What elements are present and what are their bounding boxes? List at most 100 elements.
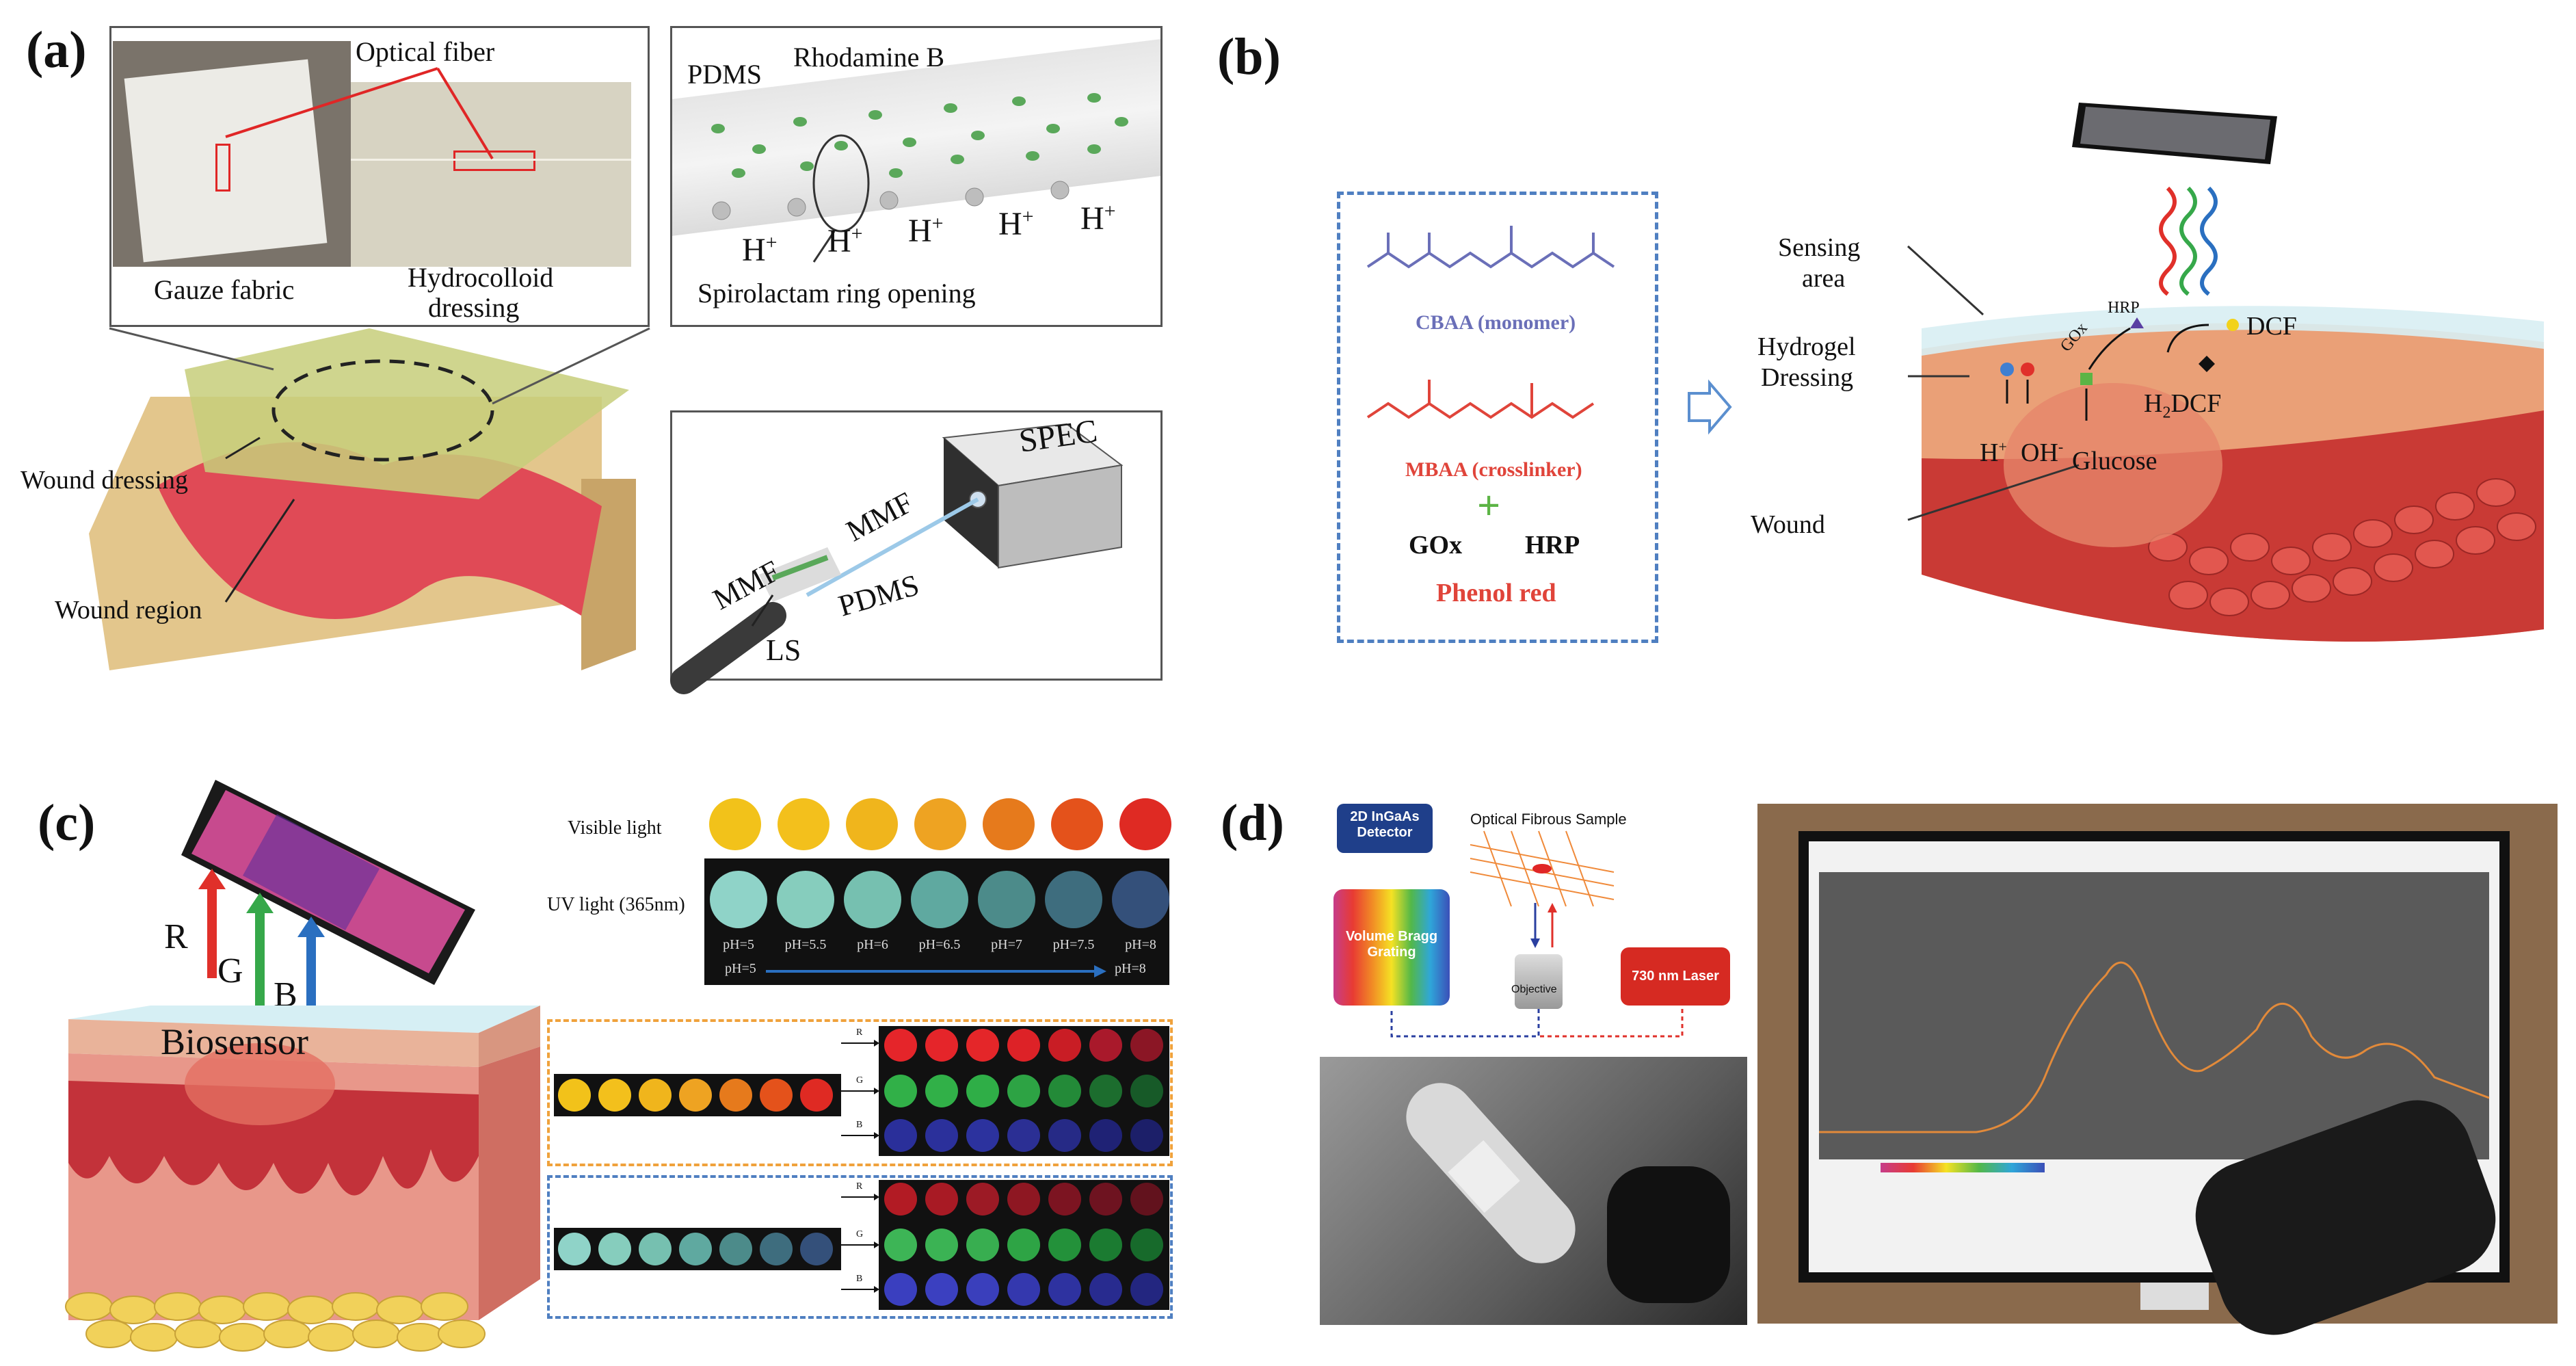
uv-g-channel-dot [884, 1229, 917, 1261]
uv-r-channel-dot [884, 1183, 917, 1216]
visible-g-channel-dot [925, 1075, 958, 1107]
mbaa-structure [1366, 380, 1595, 419]
visible-strip-dot [800, 1079, 833, 1112]
chemistry-box [1337, 192, 1658, 643]
channel-g-label-1: G [856, 1075, 864, 1086]
visible-light-dot [914, 798, 966, 850]
proton-2: H+ [827, 222, 863, 259]
hydrogel-label-1: Hydrogel [1757, 332, 1856, 361]
plus-sign: + [1477, 483, 1501, 528]
gox-label: GOx [1409, 531, 1463, 560]
uv-b-channel-dot [1089, 1273, 1122, 1306]
uv-light-dot [777, 871, 834, 928]
ph-label: pH=7.5 [1052, 937, 1095, 952]
visible-strip-dot [679, 1079, 712, 1112]
visible-strip-dot [558, 1079, 591, 1112]
wound-region-label: Wound region [55, 596, 202, 625]
signal-waves-icon [2159, 186, 2218, 296]
objective-lens [1515, 954, 1563, 1009]
channel-g-label-2: G [856, 1229, 864, 1239]
sensing-area-label-1: Sensing [1778, 233, 1861, 262]
channel-b-label-2: B [856, 1274, 863, 1284]
visible-strip-dots [558, 1079, 833, 1112]
glucose-label: Glucose [2072, 447, 2157, 475]
visible-b-channel-dot [925, 1119, 958, 1152]
smartphone-icon [181, 780, 475, 985]
visible-rgb-box [547, 1019, 1173, 1166]
visible-r-channel-dot [1007, 1029, 1040, 1062]
uv-g-channel-dot [1007, 1229, 1040, 1261]
grating-label-2: Grating [1367, 945, 1416, 960]
laser-box: 730 nm Laser [1621, 947, 1730, 1006]
uv-b-channel-dot [1048, 1273, 1081, 1306]
visible-g-channel-dot [1007, 1075, 1040, 1107]
ph-label: pH=5.5 [784, 937, 827, 952]
cbaa-structure [1366, 226, 1615, 269]
uv-b-channel-dot [1007, 1273, 1040, 1306]
ph-label: pH=5 [723, 937, 754, 952]
uv-light-dot [978, 871, 1035, 928]
grating-label-1: Volume Bragg [1345, 929, 1438, 944]
visible-g-channel-dot [1048, 1075, 1081, 1107]
optical-fiber-label: Optical fiber [356, 36, 495, 67]
visible-g-channel-dot [966, 1075, 999, 1107]
grating-box: Volume Bragg Grating [1333, 889, 1450, 1006]
hydrocolloid-label-2: dressing [428, 292, 520, 323]
visible-r-channel-dot [1130, 1029, 1163, 1062]
uv-strip-dot [639, 1233, 672, 1265]
visible-strip-dot [719, 1079, 752, 1112]
uv-rgb-box [547, 1175, 1173, 1319]
detector-label-1: 2D InGaAs [1350, 809, 1420, 824]
uv-b-channel-dot [966, 1273, 999, 1306]
optical-path-lines [1390, 1009, 1684, 1038]
visible-strip-dot [598, 1079, 631, 1112]
uv-light-label: UV light (365nm) [547, 894, 685, 915]
wound-dressing-label: Wound dressing [21, 466, 188, 495]
optical-sample-label: Optical Fibrous Sample [1470, 811, 1627, 828]
channel-b-label-1: B [856, 1120, 863, 1130]
visible-light-dot [846, 798, 898, 850]
cbaa-label: CBAA (monomer) [1416, 311, 1576, 334]
h-plus-label: H+ [1980, 438, 2007, 467]
right-arrow-icon [1688, 379, 1732, 435]
uv-light-dot [1112, 871, 1169, 928]
uv-strip-dots [558, 1233, 833, 1265]
biosensor-label: Biosensor [161, 1021, 308, 1062]
visible-light-dot [1119, 798, 1171, 850]
ph-label: pH=8 [1125, 937, 1156, 952]
visible-b-channel-dot [1007, 1119, 1040, 1152]
wound-label: Wound [1751, 510, 1825, 539]
hrp-label: HRP [1525, 531, 1580, 560]
visible-b-channel-dot [1089, 1119, 1122, 1152]
uv-channel-pointers [841, 1194, 879, 1293]
panel-label-b: (b) [1217, 28, 1281, 86]
visible-rgb-channels [884, 1029, 1163, 1152]
uv-r-channel-dot [925, 1183, 958, 1216]
visible-light-row [709, 798, 1171, 850]
proton-4: H+ [998, 205, 1034, 242]
visible-b-channel-dot [1048, 1119, 1081, 1152]
gauze-fabric-label: Gauze fabric [154, 274, 295, 305]
fiber-setup-diagram [670, 423, 1124, 694]
uv-b-channel-dot [884, 1273, 917, 1306]
uv-g-channel-dot [966, 1229, 999, 1261]
uv-g-channel-dot [1048, 1229, 1081, 1261]
uv-strip-dot [719, 1233, 752, 1265]
hydrocolloid-label-1: Hydrocolloid [408, 262, 554, 293]
hydrogel-label-2: Dressing [1761, 363, 1854, 392]
skin-block-illustration [1907, 245, 2544, 642]
monitor-photo [1757, 804, 2558, 1324]
rhodamine-label: Rhodamine B [793, 42, 945, 73]
ph-label: pH=6 [857, 937, 888, 952]
objective-label: Objective [1511, 984, 1557, 995]
uv-rgb-channels [884, 1183, 1163, 1306]
fibrous-sample-mesh [1470, 830, 1615, 907]
skin-layers-illustration [65, 1006, 540, 1352]
spectrum-bar [1881, 1163, 2045, 1172]
visible-g-channel-dot [1130, 1075, 1163, 1107]
rhodamine-dots [711, 93, 1128, 263]
visible-r-channel-dot [1089, 1029, 1122, 1062]
uv-r-channel-dot [1007, 1183, 1040, 1216]
smartphone-icon [2072, 103, 2277, 164]
